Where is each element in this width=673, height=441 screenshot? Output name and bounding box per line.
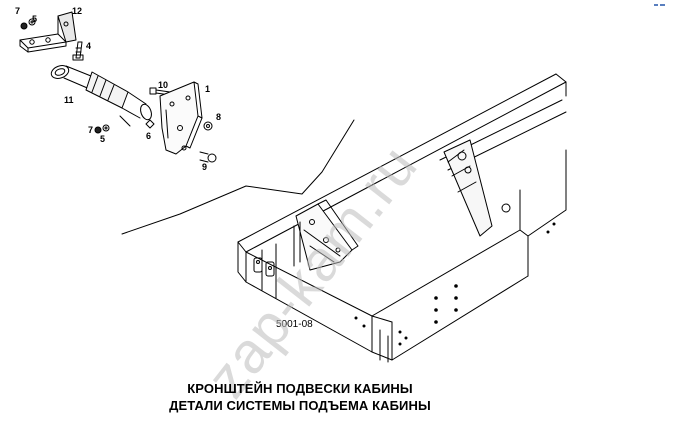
part-label: 4 [86, 41, 91, 51]
part-label: 7 [15, 6, 20, 16]
cross-member-holes [354, 222, 556, 346]
part-label: 5 [32, 14, 37, 24]
bolt-4-part [72, 41, 84, 61]
mounting-plate-part [159, 81, 203, 155]
rail-end-fittings [253, 257, 275, 277]
part-label: 9 [202, 162, 207, 172]
top-nut-washer-parts [20, 18, 36, 30]
figure-code: 5001-08 [276, 319, 313, 330]
part-label: 6 [146, 131, 151, 141]
frame-diagonal-brace [443, 139, 511, 237]
caption-line-2: ДЕТАЛИ СИСТЕМЫ ПОДЪЕМА КАБИНЫ [169, 398, 431, 413]
caption-line-1: КРОНШТЕЙН ПОДВЕСКИ КАБИНЫ [187, 381, 413, 396]
nut-8-part [203, 121, 213, 131]
detail-break-line [121, 119, 355, 235]
part-number-labels: 7 5 12 4 10 1 11 7 5 6 8 9 [15, 6, 221, 172]
upper-bracket-part [19, 11, 77, 53]
bolt-9-part [199, 151, 217, 163]
part-label: 7 [88, 125, 93, 135]
corner-mark-icon [654, 4, 665, 6]
part-label: 11 [64, 95, 74, 105]
part-label: 8 [216, 112, 221, 122]
part-label: 1 [205, 84, 210, 94]
lower-nut-washer-parts [94, 119, 155, 134]
frame-cross-member [245, 229, 529, 363]
part-label: 10 [158, 80, 168, 90]
cab-mount-bracket [293, 199, 359, 271]
part-label: 5 [100, 134, 105, 144]
lift-cylinder-part [50, 65, 152, 127]
part-label: 12 [72, 6, 82, 16]
